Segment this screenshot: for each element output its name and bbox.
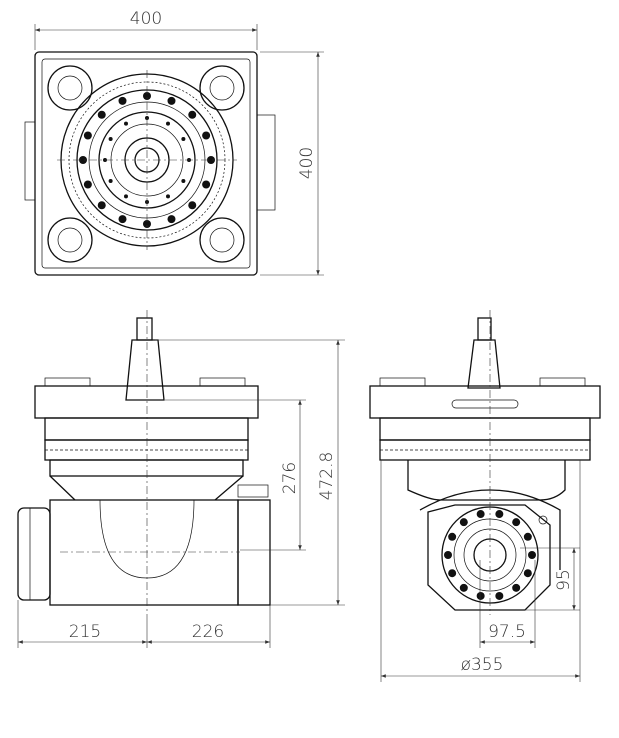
bolt-hole (476, 510, 485, 519)
dim-label: ø355 (461, 655, 504, 675)
bolt-hole (181, 137, 186, 141)
dim-side-97-5: 97.5 (479, 560, 536, 648)
bolt-hole (448, 569, 457, 578)
dim-top-height: 400 (260, 51, 324, 276)
bolt-hole (118, 96, 127, 105)
bolt-hole (528, 551, 536, 559)
bolt-hole (108, 179, 113, 183)
dim-side-diameter: ø355 (380, 460, 581, 682)
bolt-circle (79, 92, 215, 228)
bolt-hole (143, 220, 151, 228)
bolt-hole (124, 121, 128, 126)
bolt-hole (188, 201, 197, 210)
dim-label: 97.5 (488, 622, 526, 642)
dim-label: 276 (280, 462, 300, 494)
dim-front-472: 472.8 (155, 339, 345, 606)
bolt-hole (202, 131, 211, 140)
bolt-hole (97, 110, 106, 119)
bolt-hole (79, 156, 87, 164)
bolt-hole (188, 110, 197, 119)
bolt-hole (108, 137, 113, 141)
front-view (17, 310, 271, 615)
bolt-hole (124, 194, 128, 199)
bolt-hole (459, 518, 468, 527)
bolt-hole (181, 179, 186, 183)
bolt-hole (166, 194, 170, 199)
bolt-hole (167, 215, 176, 224)
bolt-hole (118, 215, 127, 224)
bolt-hole (166, 121, 170, 126)
corner-pads (47, 65, 245, 263)
bolt-hole (143, 92, 151, 100)
bolt-hole (523, 569, 532, 578)
bolt-hole (83, 180, 92, 189)
dim-label: 95 (554, 569, 574, 591)
side-view (369, 310, 601, 615)
bolt-hole (202, 180, 211, 189)
dim-label: 400 (130, 9, 162, 29)
bolt-hole (167, 96, 176, 105)
top-view (24, 51, 276, 276)
bolt-hole (512, 583, 521, 592)
bolt-hole (444, 551, 452, 559)
bolt-hole (476, 591, 485, 600)
dim-label: 215 (69, 622, 101, 642)
dim-label: 472.8 (317, 452, 337, 501)
bolt-hole (83, 131, 92, 140)
dim-front-276: 276 (165, 399, 306, 551)
bolt-hole (523, 532, 532, 541)
bolt-hole (495, 591, 504, 600)
dim-top-width: 400 (34, 9, 258, 50)
bolt-hole (448, 532, 457, 541)
bolt-hole (97, 201, 106, 210)
bolt-hole (207, 156, 215, 164)
bolt-hole (512, 518, 521, 527)
dim-label: 226 (192, 622, 224, 642)
bolt-hole (495, 510, 504, 519)
dim-front-bottom: 215 226 (17, 600, 271, 648)
dim-side-95: 95 (520, 547, 580, 611)
dim-label: 400 (297, 147, 317, 179)
bolt-hole (459, 583, 468, 592)
side-bolt-circle (444, 510, 536, 600)
